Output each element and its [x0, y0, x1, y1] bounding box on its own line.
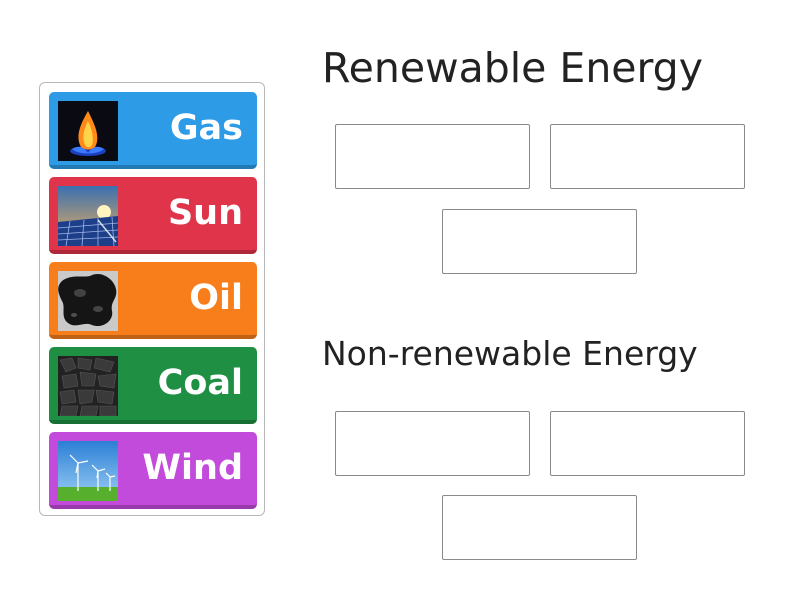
card-gas[interactable]: Gas [49, 92, 257, 169]
card-label-wind: Wind [142, 448, 243, 488]
nonrenewable-drop-slot-1[interactable] [335, 411, 530, 476]
wind-turbine-icon [58, 441, 118, 501]
gas-flame-icon [58, 101, 118, 161]
card-tray: Gas [39, 82, 265, 516]
card-label-sun: Sun [167, 193, 243, 233]
card-oil[interactable]: Oil [49, 262, 257, 339]
card-sun[interactable]: Sun [49, 177, 257, 254]
group-title-nonrenewable: Non-renewable Energy [322, 334, 698, 373]
group-title-renewable: Renewable Energy [322, 44, 703, 92]
renewable-drop-slot-1[interactable] [335, 124, 530, 189]
oil-spill-icon [58, 271, 118, 331]
card-coal[interactable]: Coal [49, 347, 257, 424]
card-label-gas: Gas [169, 108, 243, 148]
card-label-coal: Coal [157, 363, 243, 403]
solar-panel-icon [58, 186, 118, 246]
card-wind[interactable]: Wind [49, 432, 257, 509]
nonrenewable-drop-slot-2[interactable] [550, 411, 745, 476]
nonrenewable-drop-slot-3[interactable] [442, 495, 637, 560]
renewable-drop-slot-2[interactable] [550, 124, 745, 189]
card-label-oil: Oil [189, 278, 243, 318]
renewable-drop-slot-3[interactable] [442, 209, 637, 274]
coal-icon [58, 356, 118, 416]
